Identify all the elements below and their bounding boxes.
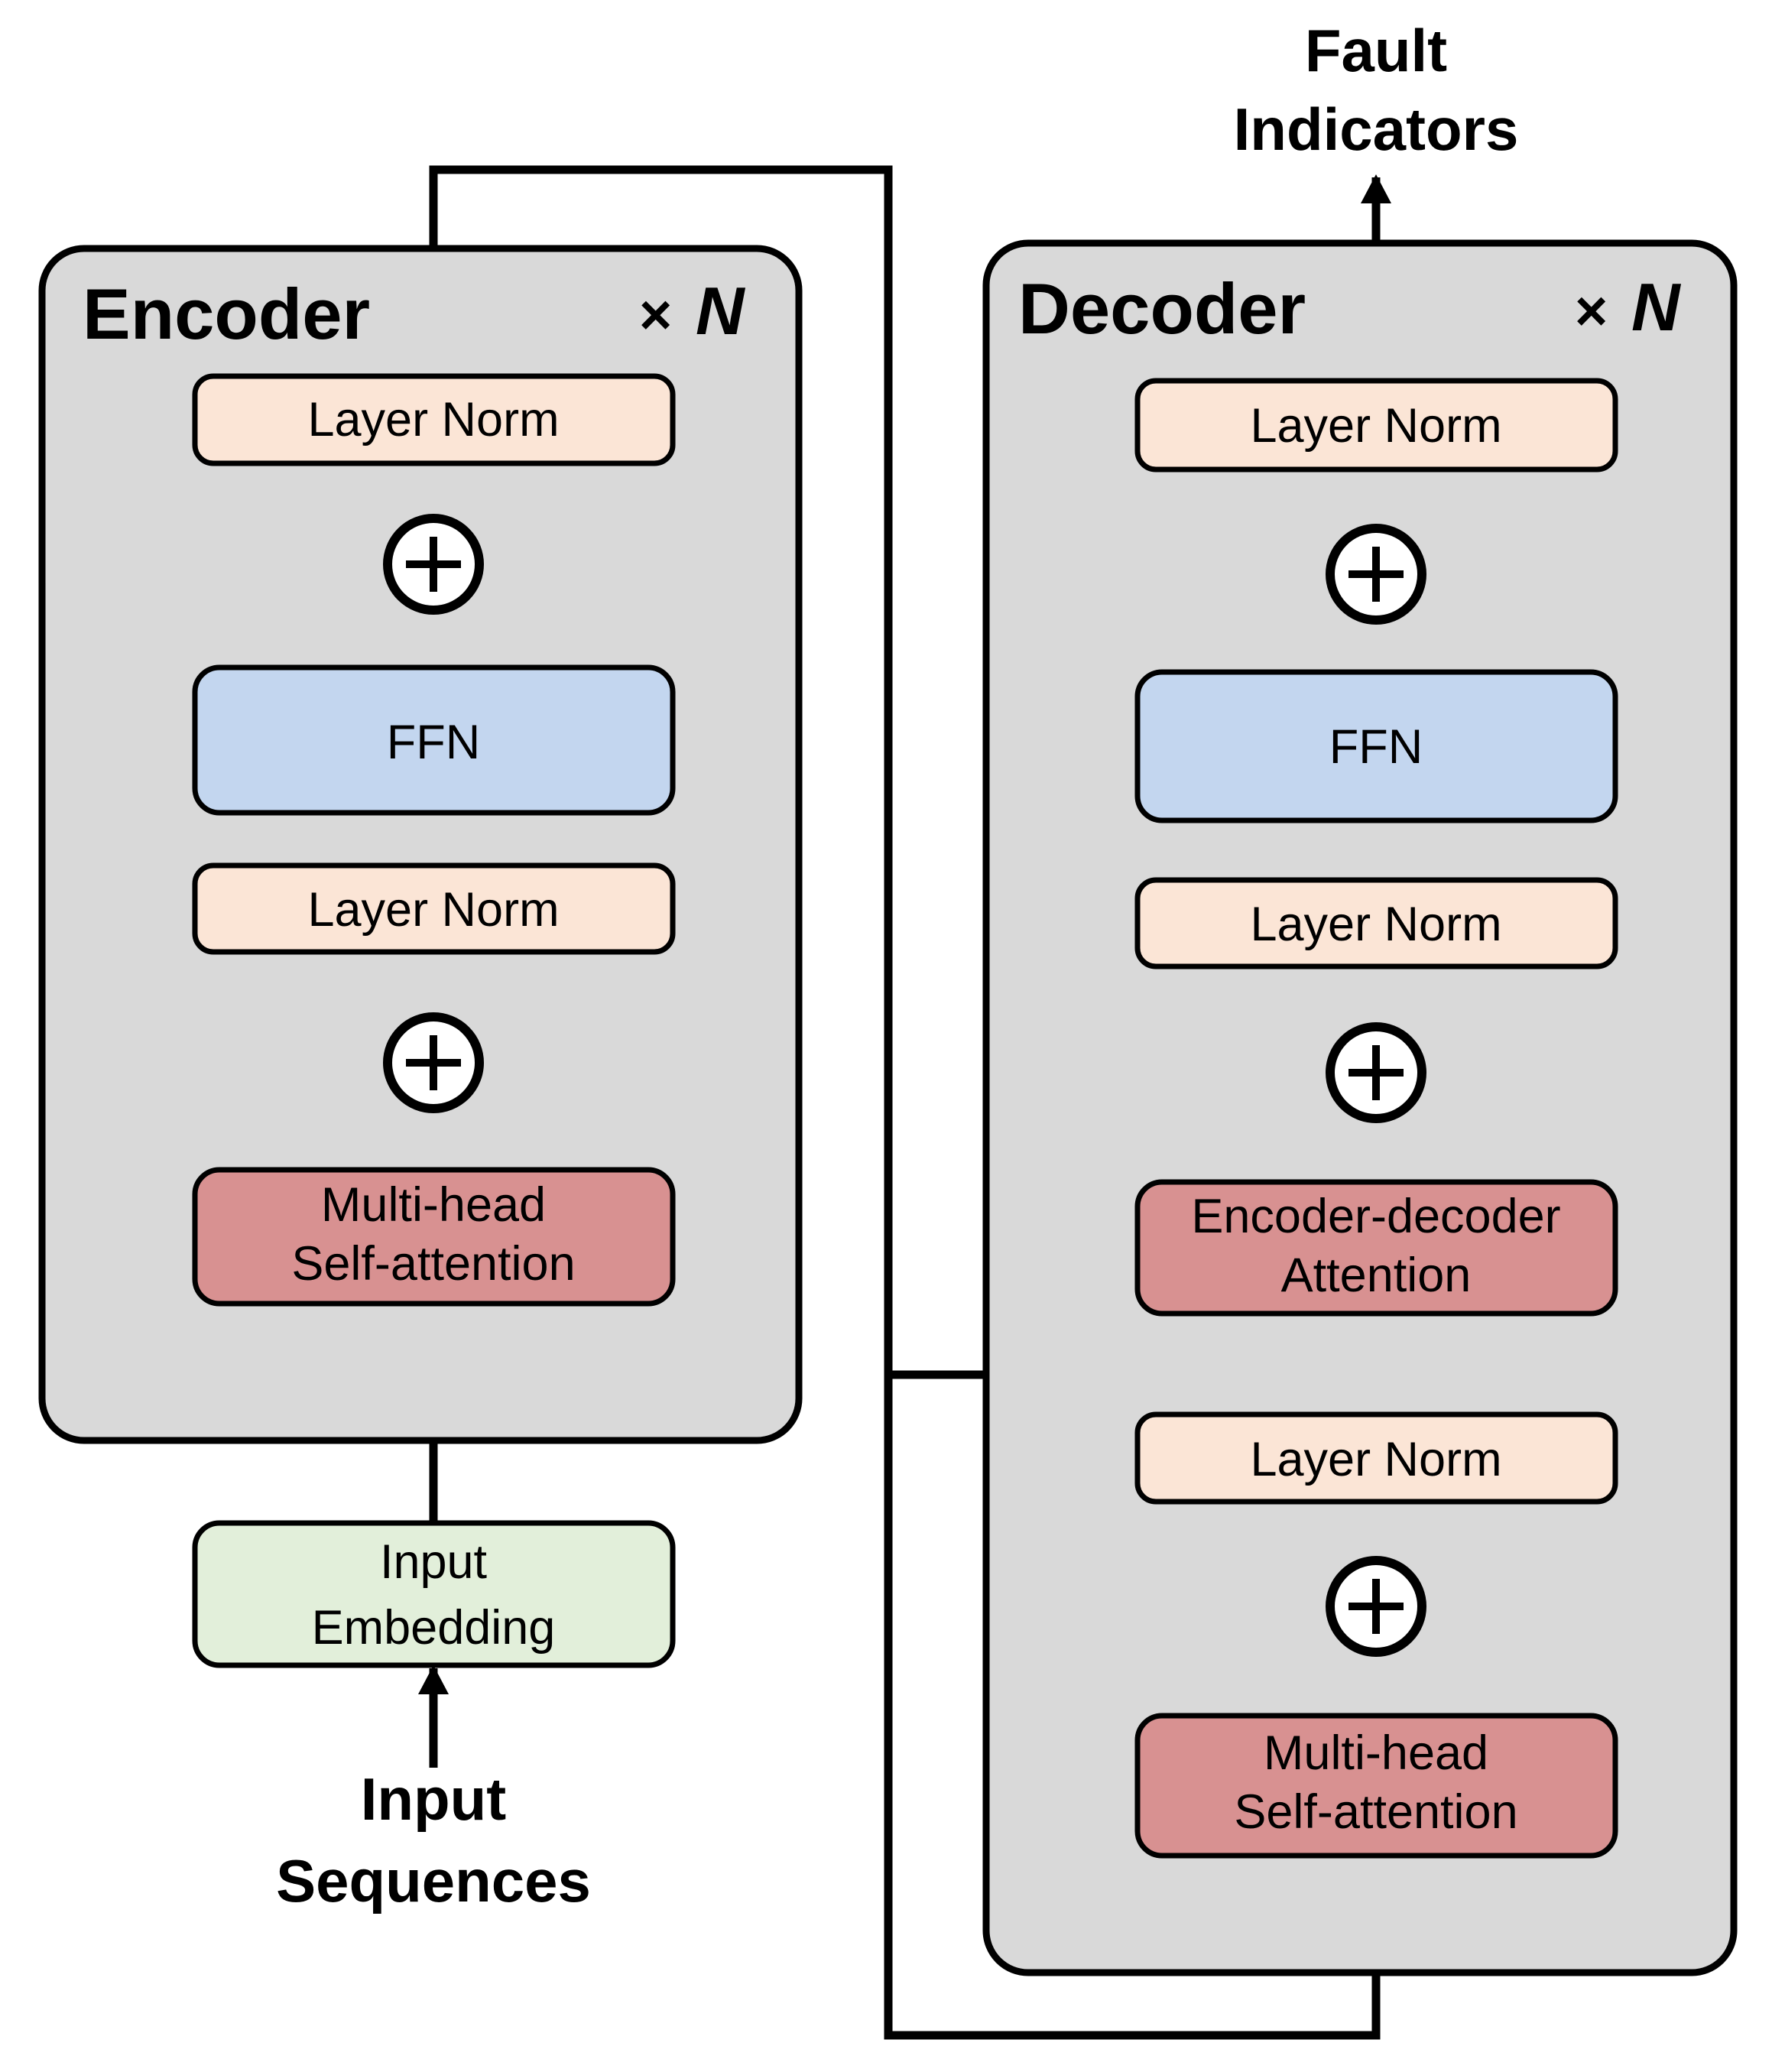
decoder-ffn-label: FFN	[1329, 720, 1423, 774]
encoder-times-symbol: ×	[639, 283, 672, 346]
encoder-ffn-label: FFN	[387, 716, 480, 769]
decoder-title: Decoder	[1018, 268, 1306, 349]
input-sequences-label-line2: Sequences	[276, 1847, 591, 1914]
encoder-panel	[38, 245, 803, 1444]
encoder-layer-norm-top-label: Layer Norm	[307, 393, 559, 447]
decoder-encdec-attention-label-line1: Encoder-decoder	[1191, 1190, 1560, 1243]
decoder-encdec-attention-label-line2: Attention	[1281, 1249, 1472, 1302]
encoder-self-attention-box	[192, 1167, 676, 1307]
encoder-self-attention-label-line1: Multi-head	[321, 1178, 546, 1232]
decoder-plus-icon-mid	[1348, 1045, 1404, 1100]
encoder-layer-norm-mid-block: Layer Norm	[192, 862, 676, 955]
input-sequences-label-line1: Input	[361, 1765, 507, 1833]
encoder-ffn-box	[192, 664, 676, 816]
decoder-encdec-attention-block: Encoder-decoder Attention	[1134, 1179, 1618, 1317]
decoder-layer-norm-top-label: Layer Norm	[1250, 399, 1501, 453]
decoder-plus-icon-top	[1348, 547, 1404, 602]
input-embedding-label-line2: Embedding	[312, 1601, 556, 1655]
encoder-layer-norm-top-box	[192, 373, 676, 466]
fault-indicators-label-line1: Fault	[1305, 17, 1447, 84]
encoder-add-node-bottom	[383, 1012, 484, 1113]
decoder-add-node-mid	[1326, 1022, 1426, 1123]
encoder-self-attention-block: Multi-head Self-attention	[192, 1167, 676, 1307]
decoder-encdec-attention-box	[1134, 1179, 1618, 1317]
decoder-layer-norm-mid-box	[1134, 877, 1618, 969]
fault-indicators-label-line2: Indicators	[1234, 96, 1519, 163]
encoder-repeat-count: N	[696, 273, 746, 349]
encoder-plus-icon-bottom	[406, 1035, 461, 1090]
encoder-self-attention-label-line2: Self-attention	[291, 1237, 575, 1291]
decoder-ffn-block: FFN	[1134, 669, 1618, 823]
input-embedding-block: Input Embedding	[192, 1520, 676, 1668]
encoder-output-rail-line	[429, 165, 1381, 2040]
encoder-layer-norm-mid-box	[192, 862, 676, 955]
decoder-ffn-box	[1134, 669, 1618, 823]
encoder-title: Encoder	[83, 274, 370, 354]
decoder-layer-norm-bottom-block: Layer Norm	[1134, 1411, 1618, 1505]
decoder-layer-norm-mid-block: Layer Norm	[1134, 877, 1618, 969]
decoder-plus-icon-bottom	[1348, 1579, 1404, 1634]
decoder-self-attention-label-line2: Self-attention	[1234, 1785, 1517, 1839]
decoder-add-node-top	[1326, 524, 1426, 625]
encoder-ffn-block: FFN	[192, 664, 676, 816]
decoder-layer-norm-top-block: Layer Norm	[1134, 378, 1618, 473]
decoder-times-symbol: ×	[1575, 279, 1608, 343]
decoder-repeat-count: N	[1631, 269, 1682, 345]
encoder-layer-norm-mid-label: Layer Norm	[307, 883, 559, 937]
decoder-self-attention-block: Multi-head Self-attention	[1134, 1713, 1618, 1859]
input-embedding-label-line1: Input	[380, 1535, 488, 1589]
decoder-layer-norm-top-box	[1134, 378, 1618, 473]
input-embedding-box	[192, 1520, 676, 1668]
encoder-plus-icon-top	[406, 537, 461, 592]
decoder-layer-norm-mid-label: Layer Norm	[1250, 898, 1501, 951]
decoder-add-node-bottom	[1326, 1556, 1426, 1657]
decoder-self-attention-label-line1: Multi-head	[1264, 1726, 1488, 1780]
decoder-self-attention-box	[1134, 1713, 1618, 1859]
decoder-layer-norm-bottom-label: Layer Norm	[1250, 1433, 1501, 1486]
encoder-layer-norm-top-block: Layer Norm	[192, 373, 676, 466]
encoder-add-node-top	[383, 514, 484, 615]
decoder-layer-norm-bottom-box	[1134, 1411, 1618, 1505]
